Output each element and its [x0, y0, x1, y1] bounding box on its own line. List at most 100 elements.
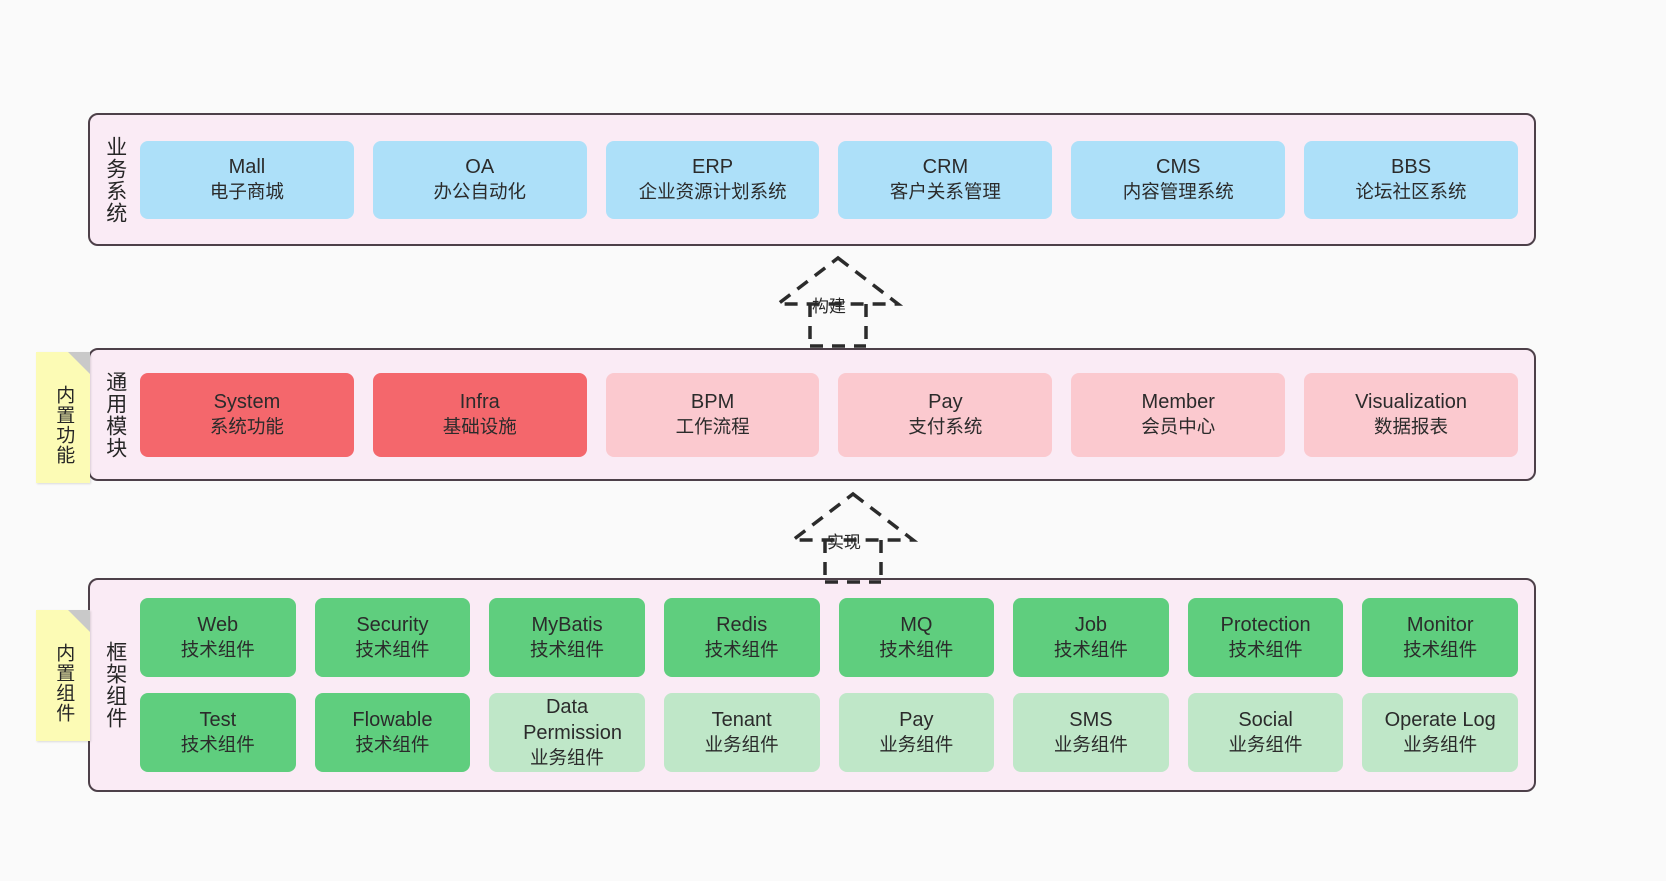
node-crm[interactable]: CRM 客户关系管理: [838, 140, 1053, 219]
note-fold-icon: [68, 610, 90, 632]
node-title: Job: [1074, 613, 1108, 636]
node-title: Web: [197, 613, 239, 636]
node-subtitle: 会员中心: [1141, 416, 1216, 438]
node-subtitle: 支付系统: [908, 416, 983, 438]
node-subtitle: 基础设施: [442, 416, 517, 438]
dashed-stem-icon: [808, 304, 868, 348]
node-subtitle: 企业资源计划系统: [638, 181, 787, 203]
node-mybatis[interactable]: MyBatis 技术组件: [489, 598, 645, 677]
node-subtitle: 业务组件: [530, 747, 605, 769]
connector-label-implement: 实现: [827, 533, 861, 552]
node-member[interactable]: Member 会员中心: [1071, 372, 1286, 457]
note-fold-icon: [68, 352, 90, 374]
node-subtitle: 论坛社区系统: [1355, 181, 1467, 203]
node-protection[interactable]: Protection 技术组件: [1187, 598, 1344, 677]
node-subtitle: 内容管理系统: [1122, 181, 1234, 203]
node-pay-component[interactable]: Pay 业务组件: [838, 693, 995, 772]
node-row: Test 技术组件 Flowable 技术组件 Data Permission …: [140, 693, 1518, 772]
node-title: Visualization: [1355, 390, 1468, 413]
node-redis[interactable]: Redis 技术组件: [663, 598, 820, 677]
node-subtitle: 业务组件: [1228, 734, 1303, 756]
node-social[interactable]: Social 业务组件: [1187, 693, 1344, 772]
layer-title-business-systems: 业务系统: [103, 135, 127, 224]
layer-common-modules: 通用模块 System 系统功能 Infra 基础设施 BPM 工作流程 Pay…: [88, 348, 1536, 481]
node-subtitle: 技术组件: [530, 639, 605, 661]
node-erp[interactable]: ERP 企业资源计划系统: [605, 140, 820, 219]
node-row: Mall 电子商城 OA 办公自动化 ERP 企业资源计划系统 CRM 客户关系…: [140, 140, 1518, 219]
node-subtitle: 技术组件: [1403, 639, 1478, 661]
node-subtitle: 办公自动化: [433, 181, 526, 203]
node-subtitle: 技术组件: [180, 734, 255, 756]
node-monitor[interactable]: Monitor 技术组件: [1362, 598, 1518, 677]
node-data-permission[interactable]: Data Permission 业务组件: [489, 693, 645, 772]
node-oa[interactable]: OA 办公自动化: [372, 140, 587, 219]
node-security[interactable]: Security 技术组件: [314, 598, 471, 677]
node-subtitle: 系统功能: [209, 416, 284, 438]
dashed-stem-icon: [823, 540, 883, 584]
node-subtitle: 技术组件: [180, 639, 255, 661]
node-title: Infra: [459, 390, 500, 413]
node-test[interactable]: Test 技术组件: [140, 693, 296, 772]
node-subtitle: 业务组件: [704, 734, 779, 756]
note-text: 内置组件: [53, 642, 75, 723]
node-subtitle: 客户关系管理: [889, 181, 1001, 203]
node-subtitle: 技术组件: [704, 639, 779, 661]
node-title: OA: [465, 155, 495, 178]
node-visualization[interactable]: Visualization 数据报表: [1304, 372, 1518, 457]
node-subtitle: 工作流程: [675, 416, 750, 438]
node-title: MQ: [900, 613, 933, 636]
node-subtitle: 技术组件: [355, 734, 430, 756]
node-web[interactable]: Web 技术组件: [140, 598, 296, 677]
connector-build-arrow: [772, 255, 904, 348]
node-title: Test: [199, 708, 237, 731]
note-builtin-features: 内置功能: [36, 352, 90, 483]
node-bpm[interactable]: BPM 工作流程: [605, 372, 820, 457]
node-title: Tenant: [711, 708, 772, 731]
node-subtitle: 技术组件: [1228, 639, 1303, 661]
node-title: BBS: [1391, 155, 1432, 178]
layer-body-framework-components: Web 技术组件 Security 技术组件 MyBatis 技术组件 Redi…: [134, 598, 1534, 772]
node-mq[interactable]: MQ 技术组件: [838, 598, 995, 677]
node-subtitle: 业务组件: [879, 734, 954, 756]
node-title: MyBatis: [531, 613, 603, 636]
node-row: System 系统功能 Infra 基础设施 BPM 工作流程 Pay 支付系统…: [140, 372, 1518, 457]
node-title: System: [213, 390, 281, 413]
node-subtitle: 业务组件: [1403, 734, 1478, 756]
node-infra[interactable]: Infra 基础设施: [372, 372, 587, 457]
note-text: 内置功能: [53, 384, 75, 465]
layer-framework-components: 框架组件 Web 技术组件 Security 技术组件 MyBatis 技术组件…: [88, 578, 1536, 792]
node-title: Flowable: [352, 708, 433, 731]
node-cms[interactable]: CMS 内容管理系统: [1071, 140, 1286, 219]
node-pay-module[interactable]: Pay 支付系统: [838, 372, 1053, 457]
node-title: Operate Log: [1384, 708, 1496, 731]
connector-label-build: 构建: [812, 297, 846, 316]
node-subtitle: 技术组件: [879, 639, 954, 661]
node-flowable[interactable]: Flowable 技术组件: [314, 693, 471, 772]
node-subtitle: 数据报表: [1374, 416, 1449, 438]
node-bbs[interactable]: BBS 论坛社区系统: [1304, 140, 1518, 219]
node-title: CMS: [1156, 155, 1201, 178]
generalization-triangle-icon: [772, 255, 904, 306]
node-sms[interactable]: SMS 业务组件: [1013, 693, 1169, 772]
node-title: Pay: [928, 390, 963, 413]
connector-implement-arrow: [787, 491, 919, 584]
layer-body-common-modules: System 系统功能 Infra 基础设施 BPM 工作流程 Pay 支付系统…: [134, 372, 1534, 457]
node-title: Security: [356, 613, 429, 636]
node-title: Social: [1238, 708, 1293, 731]
node-title: Mall: [228, 155, 266, 178]
node-system[interactable]: System 系统功能: [140, 372, 354, 457]
node-title: CRM: [922, 155, 969, 178]
node-title: Member: [1141, 390, 1215, 413]
generalization-triangle-icon: [787, 491, 919, 542]
node-job[interactable]: Job 技术组件: [1013, 598, 1169, 677]
node-title: Protection: [1220, 613, 1311, 636]
node-operate-log[interactable]: Operate Log 业务组件: [1362, 693, 1518, 772]
node-subtitle: 电子商城: [209, 181, 284, 203]
node-tenant[interactable]: Tenant 业务组件: [663, 693, 820, 772]
node-subtitle: 业务组件: [1053, 734, 1128, 756]
node-title: Pay: [899, 708, 934, 731]
node-title: Monitor: [1406, 613, 1474, 636]
node-mall[interactable]: Mall 电子商城: [140, 140, 354, 219]
node-row: Web 技术组件 Security 技术组件 MyBatis 技术组件 Redi…: [140, 598, 1518, 677]
